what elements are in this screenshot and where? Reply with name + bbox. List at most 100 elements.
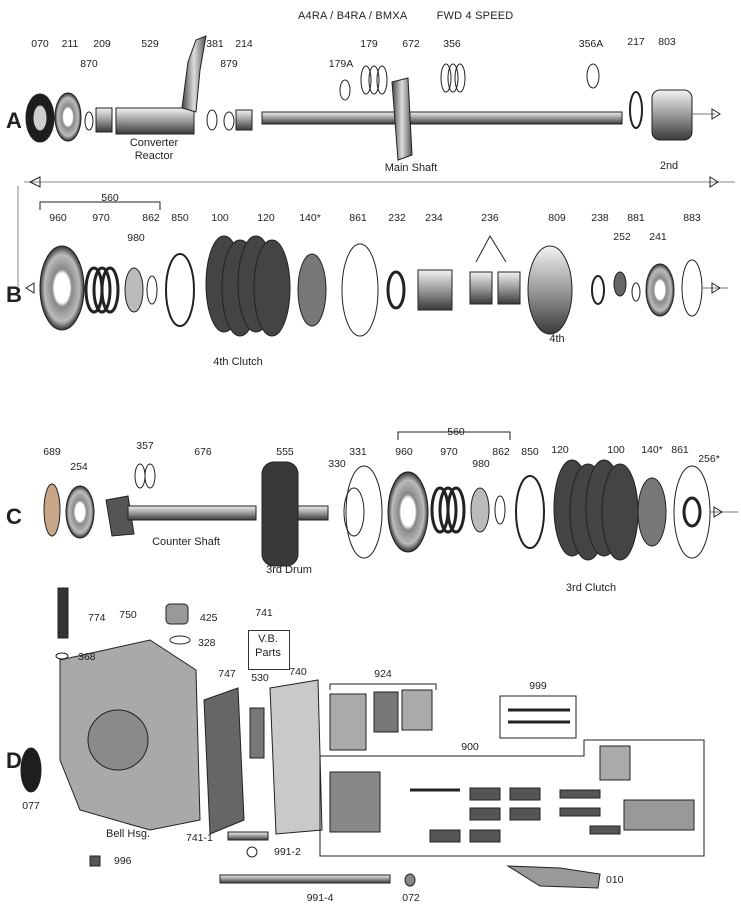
- caption-bell-hsg: Bell Hsg.: [105, 828, 151, 840]
- row-d-parts: [20, 587, 705, 889]
- part-number: 232: [388, 212, 406, 224]
- ring-870: [84, 111, 94, 131]
- part-number: 879: [220, 58, 238, 70]
- part-number: 861: [671, 444, 689, 456]
- part-number: 883: [683, 212, 701, 224]
- vb-parts-line1: V.B.: [258, 633, 278, 645]
- bracket-560: [39, 201, 161, 210]
- diagram-title: A4RA / B4RA / BMXA FWD 4 SPEED: [298, 10, 539, 22]
- transmission-type: FWD 4 SPEED: [436, 10, 514, 22]
- snap-861: [341, 243, 379, 337]
- model-code: A4RA / B4RA / BMXA: [298, 10, 408, 22]
- piston-960: [39, 245, 85, 331]
- bearing-236a: [469, 271, 493, 305]
- part-number: 211: [61, 38, 79, 50]
- caption-converter: Converter: [129, 137, 179, 149]
- washer-232: [386, 270, 406, 310]
- solenoid-425: [165, 603, 189, 625]
- ring-356A: [586, 63, 600, 89]
- part-number: 850: [171, 212, 189, 224]
- part-number: 672: [402, 38, 420, 50]
- part-number: 555: [276, 446, 294, 458]
- snap-850-c: [515, 475, 545, 549]
- row-label-d: D: [6, 748, 22, 773]
- counter-gear-676: [105, 495, 135, 537]
- ring-217: [629, 91, 643, 129]
- bearing-209: [95, 107, 113, 133]
- part-number: 010: [606, 874, 624, 886]
- clutch-pack-4th: [205, 235, 291, 337]
- part-number: 560: [447, 426, 465, 438]
- part-number: 072: [402, 892, 420, 904]
- valve-924b: [373, 691, 399, 733]
- rings-357: [134, 463, 156, 489]
- bolt-996: [89, 855, 101, 867]
- part-number: 529: [141, 38, 159, 50]
- shaft-991-4: [219, 874, 391, 884]
- part-number: 862: [142, 212, 160, 224]
- snap-861-c: [673, 465, 711, 559]
- part-number: 741-1: [186, 832, 213, 844]
- bearing-214: [235, 109, 253, 131]
- part-number: 331: [349, 446, 367, 458]
- part-number: 381: [206, 38, 224, 50]
- part-number: 100: [211, 212, 229, 224]
- part-number: 356A: [578, 38, 604, 50]
- part-number: 991-4: [306, 892, 334, 904]
- part-number: 254: [70, 461, 88, 473]
- clip-991-2: [246, 846, 258, 858]
- part-number: 530: [251, 672, 269, 684]
- main-shaft-gear-672: [391, 77, 413, 161]
- part-number: 560: [101, 192, 119, 204]
- part-number: 924: [374, 668, 392, 680]
- drum-555: [261, 461, 299, 567]
- part-number: 179: [360, 38, 378, 50]
- gear-809: [527, 245, 573, 335]
- part-number: 425: [200, 612, 218, 624]
- snap-883: [681, 259, 703, 317]
- part-number: 741: [255, 607, 273, 619]
- part-number: 214: [235, 38, 253, 50]
- cable-010: [506, 865, 601, 889]
- washer-252: [613, 271, 627, 297]
- part-number: 140*: [641, 444, 663, 456]
- snap-331: [345, 465, 383, 559]
- part-number: 236: [481, 212, 499, 224]
- disc-689: [43, 483, 61, 537]
- part-number: 368: [78, 651, 96, 663]
- ring-179A: [339, 79, 351, 101]
- part-number: 774: [88, 612, 106, 624]
- part-number: 740: [289, 666, 307, 678]
- row-c-parts: [43, 431, 738, 567]
- caption-counter-shaft: Counter Shaft: [152, 536, 220, 548]
- part-number: 070: [31, 38, 49, 50]
- plate-140-c: [637, 477, 667, 547]
- row-label-a: A: [6, 108, 22, 133]
- bracket-924: [329, 683, 437, 690]
- counter-shaft-676: [127, 505, 257, 521]
- part-number: 256*: [698, 453, 720, 465]
- spring-970-c: [430, 486, 466, 534]
- part-number: 100: [607, 444, 625, 456]
- part-number: 689: [43, 446, 61, 458]
- vb-parts-line2: Parts: [255, 647, 281, 659]
- ring-330: [343, 487, 365, 537]
- caption-reactor: Reactor: [134, 150, 174, 162]
- ring-381: [206, 109, 218, 131]
- part-number: 747: [218, 668, 236, 680]
- ring-862-c: [494, 495, 506, 525]
- converter-reactor-529: [115, 107, 195, 135]
- pin-741-1: [227, 831, 269, 841]
- part-number: 750: [119, 609, 137, 621]
- row-a-parts: [25, 35, 721, 161]
- caption-3rd-clutch: 3rd Clutch: [565, 582, 617, 594]
- part-number: 234: [425, 212, 443, 224]
- ring-256: [682, 496, 702, 528]
- bracket-560-c: [397, 431, 511, 440]
- part-number: 120: [551, 444, 569, 456]
- seal-070-bore: [32, 104, 48, 132]
- bearing-236b: [497, 271, 521, 305]
- part-number: 970: [92, 212, 110, 224]
